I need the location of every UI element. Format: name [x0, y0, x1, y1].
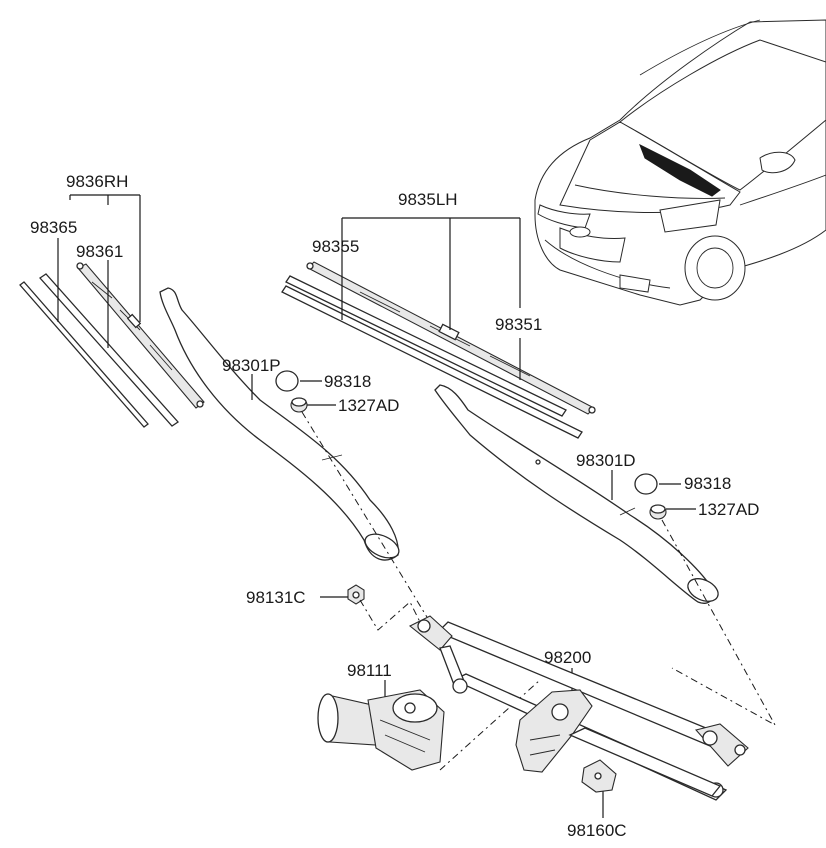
lh-blade-assembly [281, 261, 596, 439]
label-1327ad-b: 1327AD [698, 500, 759, 519]
caps-and-nuts [275, 370, 667, 605]
alignment-dashes [301, 411, 777, 771]
rh-blade-assembly [19, 262, 205, 428]
bracket-98160c [581, 759, 617, 793]
wiper-linkage [408, 615, 749, 801]
label-98351: 98351 [495, 315, 542, 334]
label-98318-b: 98318 [684, 474, 731, 493]
label-1327ad-a: 1327AD [338, 396, 399, 415]
wiper-arm-driver [434, 384, 719, 604]
label-98355: 98355 [312, 237, 359, 256]
label-98301p: 98301P [222, 356, 281, 375]
label-98365: 98365 [30, 218, 77, 237]
label-98301d: 98301D [576, 451, 636, 470]
rh-leader-lines [57, 194, 141, 348]
wiper-arm-passenger [159, 287, 400, 561]
wiper-motor [317, 689, 445, 771]
label-98111: 98111 [347, 661, 392, 680]
label-9836rh: 9836RH [66, 172, 128, 191]
lh-leader-lines [341, 217, 521, 380]
label-9835lh: 9835LH [398, 190, 458, 209]
label-98160c: 98160C [567, 821, 627, 840]
part-labels: 9836RH 98365 98361 9835LH 98355 98351 98… [30, 172, 759, 840]
label-98361: 98361 [76, 242, 123, 261]
label-98200: 98200 [544, 648, 591, 667]
label-98318-a: 98318 [324, 372, 371, 391]
vehicle-inset-illustration [534, 19, 826, 306]
label-98131c: 98131C [246, 588, 306, 607]
